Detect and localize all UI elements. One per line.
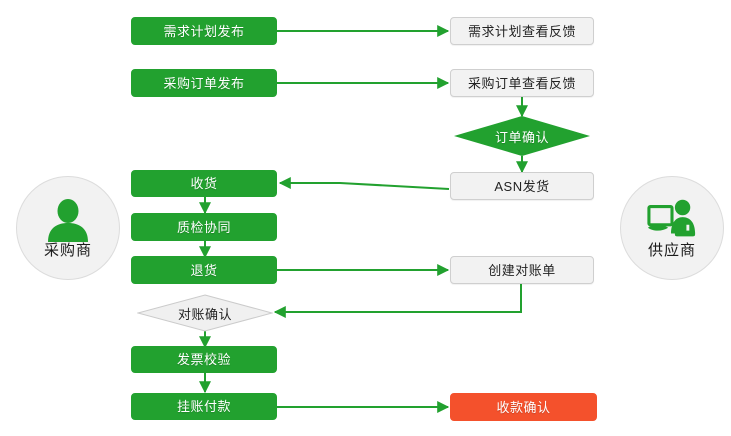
actor-supplier[interactable]: 供应商 bbox=[620, 176, 724, 280]
actor-supplier-label: 供应商 bbox=[647, 242, 696, 259]
actor-buyer-label: 采购商 bbox=[43, 242, 92, 259]
node-demand-plan-feedback-label: 需求计划查看反馈 bbox=[467, 23, 576, 39]
person-at-computer-icon bbox=[647, 199, 696, 237]
node-demand-plan-feedback[interactable]: 需求计划查看反馈 bbox=[450, 17, 594, 45]
node-invoice-verify[interactable]: 发票校验 bbox=[131, 346, 277, 373]
node-create-statement[interactable]: 创建对账单 bbox=[450, 256, 594, 284]
edge-create-statement-to-statement-confirm bbox=[273, 284, 522, 318]
edge-asn-shipment-to-receiving bbox=[278, 177, 450, 190]
node-pending-payment-label: 挂账付款 bbox=[176, 399, 231, 414]
node-asn-shipment-label: ASN发货 bbox=[494, 178, 550, 194]
node-payment-confirm[interactable]: 收款确认 bbox=[450, 393, 597, 421]
node-asn-shipment[interactable]: ASN发货 bbox=[450, 172, 594, 200]
node-invoice-verify-label: 发票校验 bbox=[176, 352, 231, 367]
node-statement-confirm-label: 对账确认 bbox=[177, 306, 232, 322]
person-icon bbox=[48, 199, 88, 242]
node-pending-payment[interactable]: 挂账付款 bbox=[131, 393, 277, 420]
order-confirm-diamond-shape bbox=[454, 116, 590, 156]
node-quality-collab-label: 质检协同 bbox=[176, 219, 231, 235]
node-demand-plan-publish[interactable]: 需求计划发布 bbox=[131, 17, 277, 45]
node-order-confirm[interactable]: 订单确认 bbox=[454, 116, 590, 156]
node-po-publish[interactable]: 采购订单发布 bbox=[131, 69, 277, 97]
node-demand-plan-publish-label: 需求计划发布 bbox=[163, 23, 245, 39]
actor-buyer[interactable]: 采购商 bbox=[16, 176, 120, 280]
node-receiving-label: 收货 bbox=[190, 176, 218, 191]
node-po-feedback[interactable]: 采购订单查看反馈 bbox=[450, 69, 594, 97]
statement-confirm-diamond-shape bbox=[136, 294, 274, 332]
node-return-goods-label: 退货 bbox=[190, 262, 218, 278]
node-payment-confirm-label: 收款确认 bbox=[496, 399, 551, 415]
node-po-feedback-label: 采购订单查看反馈 bbox=[467, 75, 576, 91]
node-quality-collab[interactable]: 质检协同 bbox=[131, 213, 277, 241]
node-statement-confirm[interactable]: 对账确认 bbox=[136, 294, 274, 332]
node-receiving[interactable]: 收货 bbox=[131, 170, 277, 197]
node-order-confirm-label: 订单确认 bbox=[494, 129, 549, 145]
node-po-publish-label: 采购订单发布 bbox=[163, 75, 245, 91]
node-create-statement-label: 创建对账单 bbox=[488, 262, 556, 278]
node-return-goods[interactable]: 退货 bbox=[131, 256, 277, 284]
